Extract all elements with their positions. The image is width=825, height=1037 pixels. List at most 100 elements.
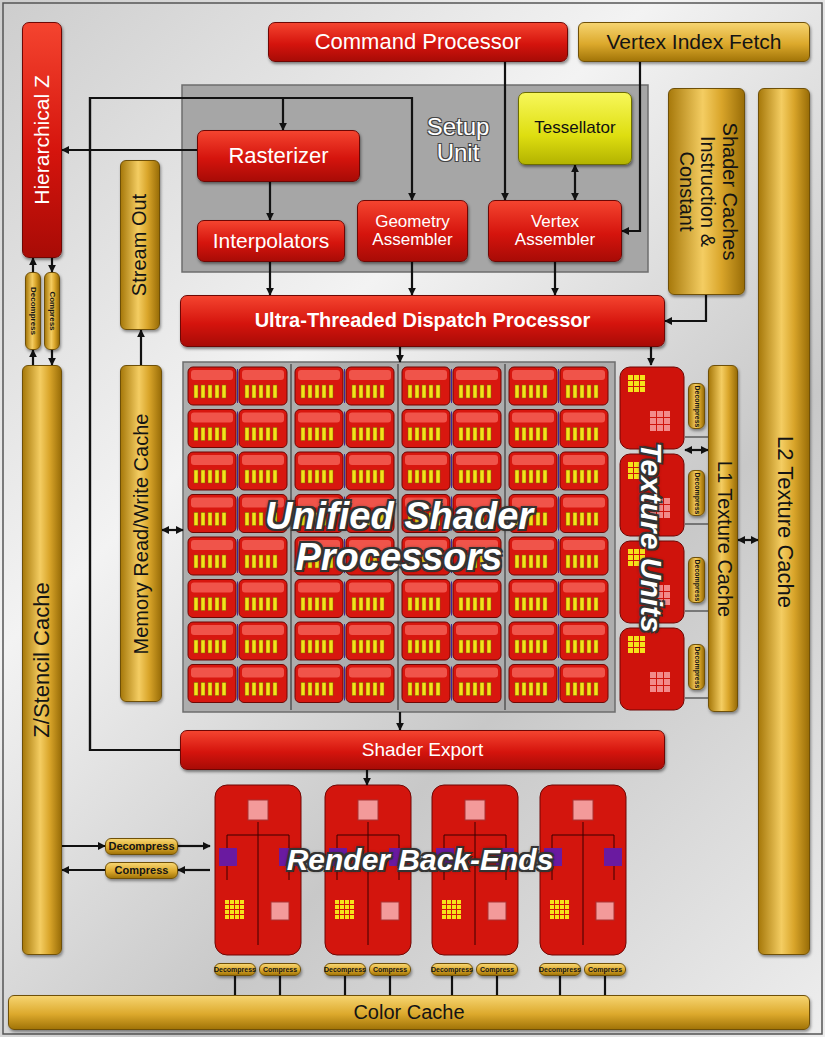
filter-cell	[640, 375, 645, 380]
blend-cell	[555, 905, 559, 909]
cache-block: Stream Out	[120, 160, 160, 330]
alu-bar	[201, 428, 205, 441]
blend-cell	[457, 900, 461, 904]
texture-unit-block	[620, 367, 684, 449]
cache-block: Vertex Index Fetch	[578, 22, 810, 62]
unit-label: Render Back-Ends	[210, 825, 630, 895]
cache-block: Decompress	[214, 963, 256, 976]
alu-bar	[594, 428, 598, 441]
alu-bar	[215, 598, 219, 611]
alu-bar	[222, 640, 226, 653]
unit-label: Vertex Index Fetch	[579, 23, 809, 61]
filter-cell	[628, 381, 633, 386]
cell-link	[237, 582, 238, 616]
address-cell	[664, 425, 670, 431]
alu-bar	[366, 385, 370, 398]
cell-highlight	[191, 540, 233, 550]
alu-bar	[480, 385, 484, 398]
z-unit	[219, 848, 237, 866]
alu-bar	[259, 683, 263, 696]
unit-label: Shader Caches Instruction & Constant	[668, 112, 745, 272]
shader-cell	[188, 665, 236, 703]
blend-cell	[235, 905, 239, 909]
alu-bar	[201, 385, 205, 398]
alu-bar	[366, 598, 370, 611]
unit-label: Hierarchical Z	[22, 25, 62, 255]
alu-bar	[245, 598, 249, 611]
address-cell	[657, 411, 663, 417]
alu-bar	[266, 385, 270, 398]
alu-bar	[266, 428, 270, 441]
filter-cell	[634, 642, 639, 647]
alu-bar	[273, 640, 277, 653]
cell-link	[558, 369, 559, 403]
blend-cell	[442, 905, 446, 909]
cache-block: Compress	[44, 272, 60, 350]
filter-cell	[628, 642, 633, 647]
connector-arrow	[399, 347, 401, 362]
alu-bar	[359, 683, 363, 696]
alu-bar	[373, 470, 377, 483]
blend-cell	[240, 900, 244, 904]
alu-bar	[308, 385, 312, 398]
filter-cell	[634, 648, 639, 653]
shader-cell	[402, 367, 450, 405]
alu-bar	[422, 428, 426, 441]
alu-bar	[380, 640, 384, 653]
alu-bar	[329, 598, 333, 611]
blend-cell	[457, 905, 461, 909]
alu-bar	[480, 470, 484, 483]
shader-cell	[453, 410, 501, 448]
blend-cell	[225, 910, 229, 914]
alu-bar	[580, 683, 584, 696]
blend-cell	[550, 900, 554, 904]
unit-label: Color Cache	[9, 996, 809, 1029]
cell-highlight	[563, 540, 605, 550]
alu-bar	[252, 555, 256, 568]
alu-bar	[301, 385, 305, 398]
connector-arrow	[90, 98, 412, 750]
alu-bar	[573, 385, 577, 398]
cell-highlight	[349, 413, 391, 423]
alu-bar	[194, 555, 198, 568]
shader-cell	[509, 452, 557, 490]
alu-bar	[573, 513, 577, 526]
unit-label: Z/Stencil Cache	[22, 368, 62, 952]
unit-label: Compress	[585, 964, 625, 975]
alu-bar	[543, 598, 547, 611]
shader-cell	[453, 367, 501, 405]
cell-link	[237, 667, 238, 701]
cell-highlight	[512, 583, 554, 593]
alu-bar	[487, 640, 491, 653]
alu-bar	[252, 683, 256, 696]
alu-bar	[266, 683, 270, 696]
shader-cell	[509, 367, 557, 405]
alu-bar	[259, 555, 263, 568]
shader-cell	[402, 665, 450, 703]
alu-bar	[487, 598, 491, 611]
blend-cell	[225, 915, 229, 919]
shader-cell	[402, 622, 450, 660]
alu-bar	[587, 513, 591, 526]
alu-bar	[352, 683, 356, 696]
cell-highlight	[349, 668, 391, 678]
connector-arrow	[140, 330, 142, 365]
cell-highlight	[405, 668, 447, 678]
blend-cell	[452, 900, 456, 904]
unit-box: Shader Export	[180, 730, 665, 770]
connector-arrow	[559, 976, 561, 995]
alu-bar	[573, 598, 577, 611]
unit-label: Compress	[260, 964, 300, 975]
blend-cell	[340, 900, 344, 904]
setup-panel	[182, 85, 648, 272]
alu-bar	[515, 683, 519, 696]
unit-box: Geometry Assembler	[357, 200, 468, 262]
alu-bar	[436, 385, 440, 398]
alu-bar	[380, 683, 384, 696]
shader-cell	[402, 580, 450, 618]
shader-cell	[402, 452, 450, 490]
cell-highlight	[191, 413, 233, 423]
alu-bar	[352, 598, 356, 611]
unit-label: Geometry Assembler	[358, 201, 467, 261]
